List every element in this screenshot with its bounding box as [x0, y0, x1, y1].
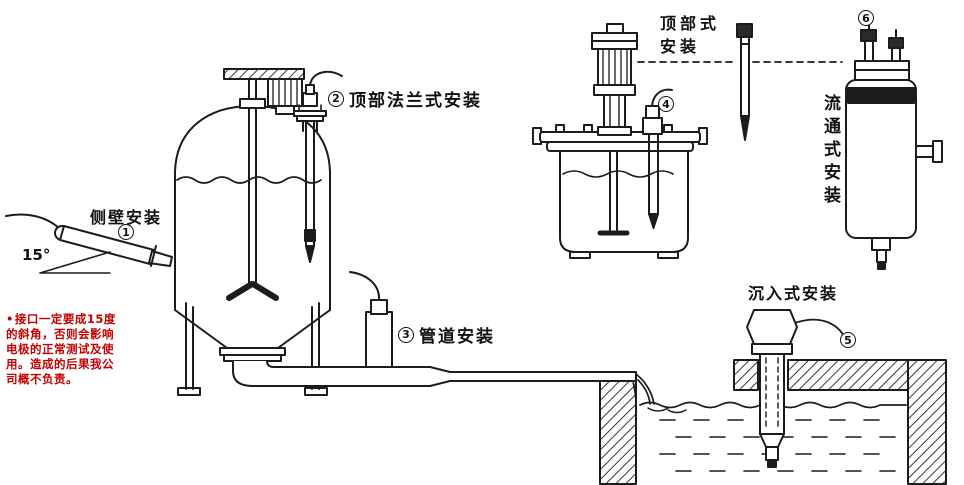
electrode4-gland [642, 117, 663, 135]
submersible-probe [746, 309, 847, 468]
label-side-wall: 侧壁安装 [90, 208, 163, 227]
submersible-collar [751, 343, 793, 355]
warning-note: •接口一定要成15度 的斜角，否则会影响 电极的正常测试及使 用。造成的后果我公… [6, 312, 142, 387]
vessel-motor [591, 23, 638, 136]
agitator-paddle [226, 281, 279, 301]
dome-nozzle [302, 120, 318, 132]
electrode3-cable [349, 271, 381, 301]
standalone-probe [736, 23, 753, 141]
electrode2-tip [305, 245, 315, 263]
basin-ledge-right [787, 359, 909, 391]
submersible-hex-head [746, 309, 798, 345]
badge-4: 4 [658, 96, 674, 112]
probe-body [740, 43, 750, 117]
side-wall-electrode [5, 213, 173, 267]
elbow-outer [232, 360, 273, 387]
submersible-sensor [765, 446, 779, 461]
agitator-motor [267, 78, 303, 107]
label-top-flange-text: 顶部法兰式安装 [349, 91, 482, 111]
probe-tip [740, 115, 750, 141]
tank-cone [174, 309, 331, 349]
basin-left-wall [599, 379, 637, 485]
top-flange-electrode [293, 70, 343, 263]
label-top-mount-line2: 安装 [660, 37, 701, 57]
flow-electrode-left [860, 29, 877, 42]
warning-bullet: • [6, 312, 14, 326]
badge-5: 5 [840, 332, 856, 348]
agitator-shaft [248, 78, 257, 285]
warning-line-3: 电极的正常测试及使 [6, 341, 114, 356]
warning-line-1: •接口一定要成15度 [6, 312, 116, 326]
badge-3: 3 [398, 326, 414, 343]
label-flow-through: 流通式安装 [820, 94, 840, 209]
elbow-inner [266, 360, 275, 368]
electrode4-cable [651, 88, 673, 107]
basin-ledge-left [733, 359, 759, 391]
label-top-mount-line1: 顶部式 [660, 14, 721, 33]
vessel-electrode [642, 88, 673, 229]
flow-cell-band [847, 87, 915, 104]
label5-leader [791, 318, 847, 341]
electrode4-tip [648, 213, 659, 229]
electrode4-cap [645, 105, 660, 119]
label-pipeline: 3 管道安装 [398, 322, 495, 347]
electrode2-cable [309, 70, 343, 86]
electrode3-body [365, 311, 393, 368]
electrode4-probe [648, 133, 659, 215]
mixing-vessel [532, 124, 708, 259]
label-pipeline-text: 管道安装 [419, 327, 495, 347]
tank-legs [185, 302, 320, 390]
drain-pipe [232, 360, 637, 387]
pipe-walls [271, 366, 431, 387]
angle-wedge [39, 251, 111, 274]
warning-line-4: 用。造成的后果我公 [6, 356, 114, 371]
submersible-tip [767, 459, 777, 468]
electrode3-cap [370, 299, 388, 315]
submersible-pipe [759, 353, 785, 435]
label-submersible: 沉入式安装 [748, 284, 839, 303]
splash-ripples [647, 407, 687, 414]
warning-line-2: 的斜角，否则会影响 [6, 326, 114, 341]
vessel-shaft [609, 150, 618, 231]
agitator [223, 68, 305, 301]
flow-electrode-right [888, 37, 904, 49]
shaft-gland [239, 98, 266, 109]
flow-cell [845, 21, 943, 270]
pour-stream [632, 373, 687, 414]
label-angle-15: 15° [22, 246, 51, 264]
water-basin [599, 359, 947, 485]
angle-15-lines [39, 251, 111, 274]
wall-nozzle-flange [150, 245, 157, 267]
label-top-flange: 2 顶部法兰式安装 [328, 86, 482, 111]
warning-line-5: 司概不负责。 [6, 371, 78, 386]
electrode2-probe [305, 120, 315, 247]
probe-cap [736, 23, 753, 38]
basin-right-wall [907, 359, 947, 485]
motor-body [597, 48, 632, 86]
tank-bottom-flange [219, 347, 286, 356]
badge-2: 2 [328, 90, 344, 107]
badge-6: 6 [858, 10, 874, 26]
agitator-top-plate [223, 68, 305, 80]
electrode1-body [59, 225, 155, 265]
badge-1: 1 [118, 224, 134, 240]
flow-cell-outlet [915, 145, 936, 158]
label-top-mount: 顶部式 安装 [660, 12, 720, 58]
electrode1-cable [5, 213, 61, 230]
flow-cell-drain [871, 237, 891, 251]
pipeline-electrode [349, 271, 393, 368]
vessel-body [559, 150, 689, 253]
